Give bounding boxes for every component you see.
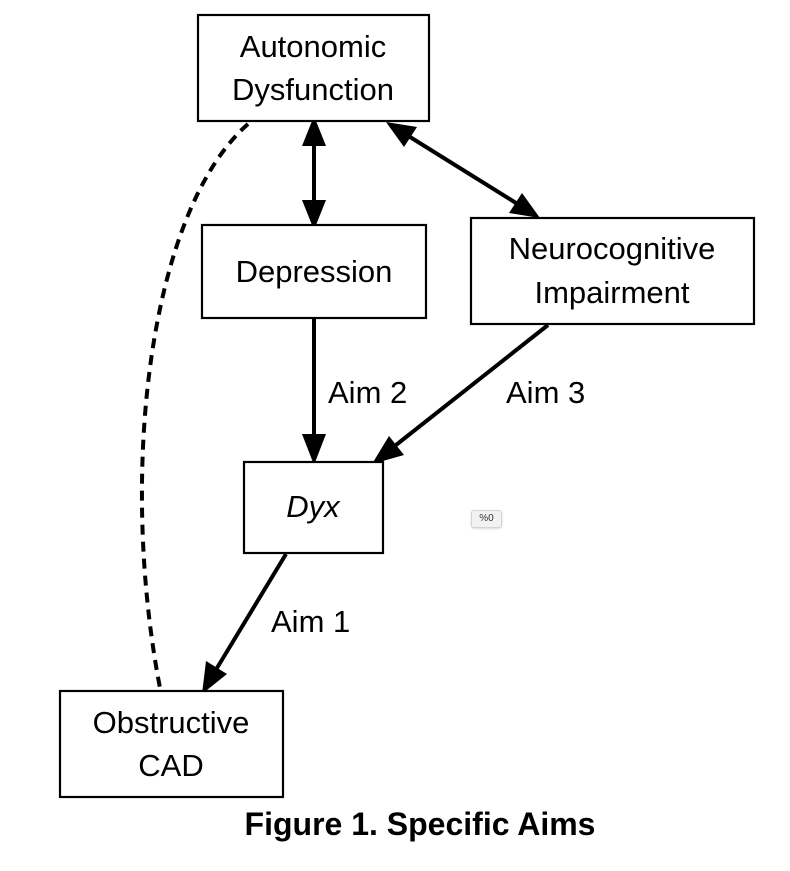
arrowhead-dyx-from-depression [302,434,326,465]
node-neurocognitive-line-1: Neurocognitive [509,231,716,266]
figure-caption: Figure 1. Specific Aims [244,806,596,842]
label-aim-3: Aim 3 [506,375,585,410]
node-obstructive-line-2: CAD [138,748,203,783]
edge-autonomic-obstructive-dashed [139,122,250,689]
node-autonomic-dysfunction: Autonomic Dysfunction [196,13,431,123]
node-autonomic-line-2: Dysfunction [232,72,394,107]
label-aim-2: Aim 2 [328,375,407,410]
node-autonomic-line-1: Autonomic [240,29,386,64]
arrowhead-dyx-from-neurocognitive [372,436,404,464]
node-neurocognitive-line-2: Impairment [534,275,689,310]
node-dyx: Dyx [242,460,385,555]
edge-dyx-obstructive [215,552,288,670]
arrowhead-obstructive-from-dyx [202,661,227,694]
arrowhead-neurocognitive-diag [509,193,540,218]
edge-autonomic-neurocognitive [408,135,518,205]
arrowhead-autonomic-up [302,116,326,146]
label-aim-1: Aim 1 [271,604,350,639]
node-depression: Depression [200,223,428,320]
node-depression-label: Depression [236,254,393,289]
arrowhead-depression-down [302,200,326,230]
arrowhead-autonomic-diag [386,122,417,147]
edge-neurocognitive-dyx [394,323,550,447]
zoom-badge[interactable]: %0 [471,510,502,528]
node-obstructive-cad: Obstructive CAD [58,689,285,799]
node-dyx-label: Dyx [286,489,341,524]
node-neurocognitive-impairment: Neurocognitive Impairment [469,216,756,326]
node-obstructive-line-1: Obstructive [93,705,250,740]
